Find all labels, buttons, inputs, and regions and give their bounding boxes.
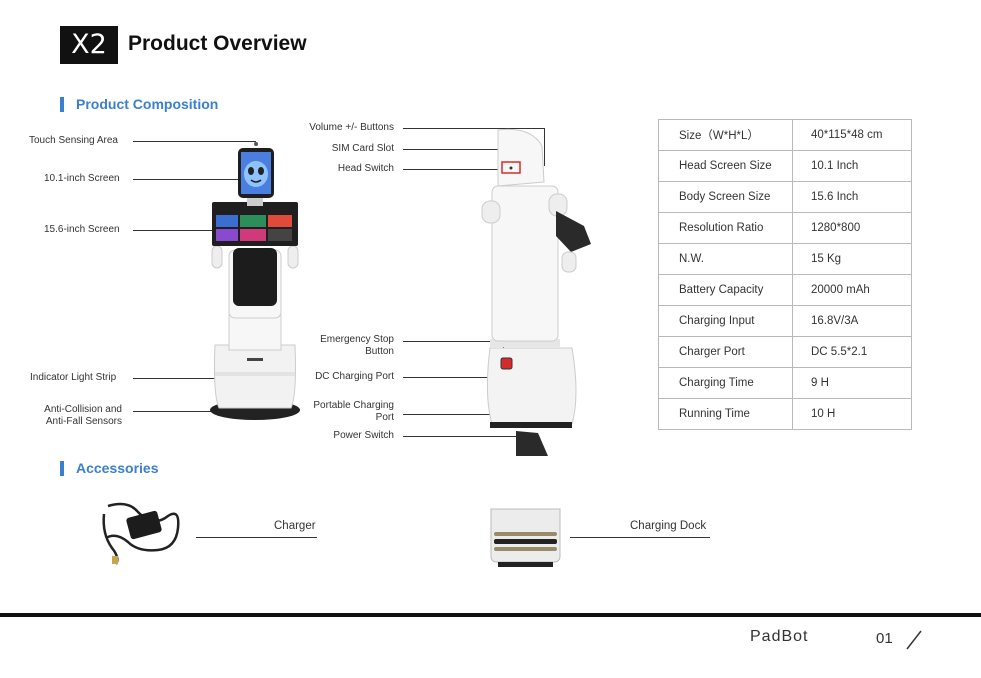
callout-line: [133, 141, 256, 142]
spec-value: DC 5.5*2.1: [792, 336, 912, 368]
label-volume-buttons: Volume +/- Buttons: [309, 122, 394, 133]
spec-table: Size（W*H*L）40*115*48 cm Head Screen Size…: [658, 119, 912, 430]
spec-key: Charging Time: [658, 367, 793, 399]
callout-line: [196, 537, 317, 538]
label-anti-collision-1: Anti-Collision and: [44, 404, 122, 415]
accessory-label-charger: Charger: [274, 520, 316, 532]
table-row: N.W.15 Kg: [658, 243, 912, 275]
label-head-screen: 10.1-inch Screen: [44, 173, 120, 184]
page-title: Product Overview: [128, 32, 307, 55]
callout-line: [133, 378, 218, 379]
callout-line: [403, 149, 511, 150]
spec-value: 1280*800: [792, 212, 912, 244]
spec-key: Charging Input: [658, 305, 793, 337]
label-sim-slot: SIM Card Slot: [331, 143, 394, 154]
label-light-strip: Indicator Light Strip: [30, 372, 117, 383]
label-body-screen: 15.6-inch Screen: [44, 224, 120, 235]
callout-line: [403, 169, 503, 170]
callout-line: [133, 230, 227, 231]
label-dc-charging-port: DC Charging Port: [315, 371, 394, 382]
callout-line: [403, 436, 521, 437]
spec-value: 15 Kg: [792, 243, 912, 275]
spec-key: Battery Capacity: [658, 274, 793, 306]
spec-value: 10 H: [792, 398, 912, 430]
spec-key: N.W.: [658, 243, 793, 275]
label-head-switch: Head Switch: [337, 163, 394, 174]
robot-front-image: [210, 142, 300, 420]
section-title-accessories: Accessories: [60, 461, 159, 476]
charging-dock-image: [490, 508, 561, 567]
section-title-composition: Product Composition: [60, 97, 218, 112]
page-number: 01: [876, 630, 893, 647]
spec-key: Charger Port: [658, 336, 793, 368]
label-emergency-stop-1: Emergency Stop: [320, 334, 394, 345]
label-power-switch: Power Switch: [333, 430, 394, 441]
accessory-label-dock: Charging Dock: [630, 520, 707, 532]
model-badge: X2: [60, 26, 118, 64]
callout-line: [403, 414, 503, 415]
spec-key: Running Time: [658, 398, 793, 430]
callout-line: [133, 179, 248, 180]
callout-line: [570, 537, 710, 538]
robot-side-image: [481, 128, 591, 456]
charger-image: [102, 502, 180, 565]
callout-line: [403, 341, 503, 342]
label-portable-charging-2: Port: [375, 412, 394, 423]
spec-key: Body Screen Size: [658, 181, 793, 213]
page-slash-icon: [906, 630, 922, 650]
footer-brand: PadBot: [750, 628, 809, 645]
spec-value: 40*115*48 cm: [792, 119, 912, 151]
label-portable-charging-1: Portable Charging: [313, 400, 394, 411]
callout-line: [403, 128, 544, 129]
spec-value: 16.8V/3A: [792, 305, 912, 337]
spec-value: 20000 mAh: [792, 274, 912, 306]
label-touch-sensing: Touch Sensing Area: [29, 135, 118, 146]
label-emergency-stop-2: Button: [365, 346, 394, 357]
spec-value: 15.6 Inch: [792, 181, 912, 213]
spec-key: Resolution Ratio: [658, 212, 793, 244]
callout-line: [403, 377, 491, 378]
callout-line: [133, 411, 218, 412]
footer-divider: [0, 613, 981, 617]
spec-value: 10.1 Inch: [792, 150, 912, 182]
label-anti-collision-2: Anti-Fall Sensors: [45, 416, 122, 427]
spec-value: 9 H: [792, 367, 912, 399]
spec-key: Size（W*H*L）: [658, 119, 793, 151]
table-row: Size（W*H*L）40*115*48 cm: [658, 119, 912, 151]
spec-key: Head Screen Size: [658, 150, 793, 182]
callout-line: [544, 128, 545, 166]
